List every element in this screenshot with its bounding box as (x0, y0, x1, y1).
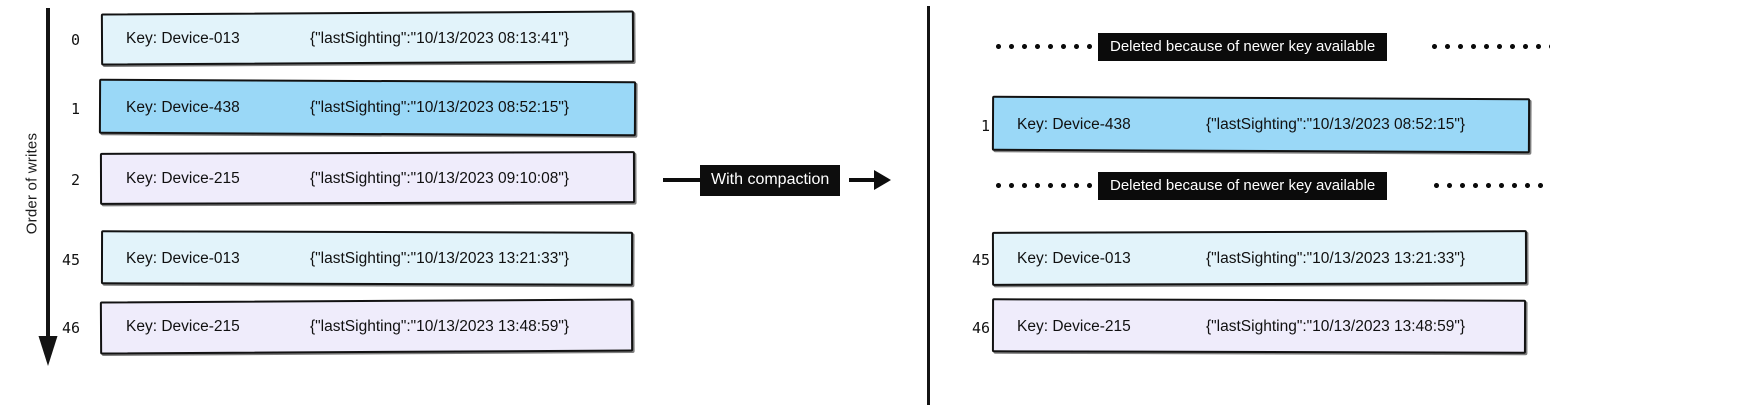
arrow-tail-right (849, 178, 879, 182)
record-value: {"lastSighting":"10/13/2023 13:21:33"} (1206, 250, 1466, 267)
record-value: {"lastSighting":"10/13/2023 08:52:15"} (310, 99, 570, 116)
record-key: Key: Device-215 (126, 318, 240, 335)
row-index: 2 (70, 171, 80, 189)
panel-divider (927, 6, 930, 405)
row-index: 45 (61, 251, 80, 269)
deleted-note-badge: Deleted because of newer key available (1098, 172, 1388, 200)
deleted-dotted-line-right (1434, 183, 1544, 188)
record-value: {"lastSighting":"10/13/2023 08:13:41"} (310, 30, 570, 47)
record-value: {"lastSighting":"10/13/2023 13:21:33"} (310, 250, 570, 267)
record-value: {"lastSighting":"10/13/2023 13:48:59"} (310, 318, 570, 335)
row-index: 1 (980, 117, 990, 135)
deleted-dotted-line-right (1432, 44, 1550, 49)
arrow-tail-left (663, 178, 703, 182)
record-key: Key: Device-438 (126, 99, 240, 116)
record-value: {"lastSighting":"10/13/2023 09:10:08"} (310, 170, 570, 187)
record-value: {"lastSighting":"10/13/2023 08:52:15"} (1206, 116, 1466, 133)
deleted-note-badge: Deleted because of newer key available (1098, 33, 1388, 61)
row-index: 46 (61, 319, 80, 337)
record-value: {"lastSighting":"10/13/2023 13:48:59"} (1206, 318, 1466, 335)
row-index: 0 (70, 31, 80, 49)
with-compaction-label: With compaction (700, 165, 841, 196)
record-key: Key: Device-438 (1017, 116, 1131, 133)
record-key: Key: Device-013 (126, 250, 240, 267)
row-index: 46 (971, 319, 990, 337)
record-key: Key: Device-215 (1017, 318, 1131, 335)
order-of-writes-arrow (38, 8, 58, 366)
record-key: Key: Device-215 (126, 170, 240, 187)
deleted-dotted-line-left (996, 44, 1116, 49)
record-key: Key: Device-013 (126, 30, 240, 47)
row-index: 45 (971, 251, 990, 269)
row-index: 1 (70, 100, 80, 118)
deleted-dotted-line-left (996, 183, 1114, 188)
record-key: Key: Device-013 (1017, 250, 1131, 267)
arrow-head-icon (874, 170, 891, 190)
